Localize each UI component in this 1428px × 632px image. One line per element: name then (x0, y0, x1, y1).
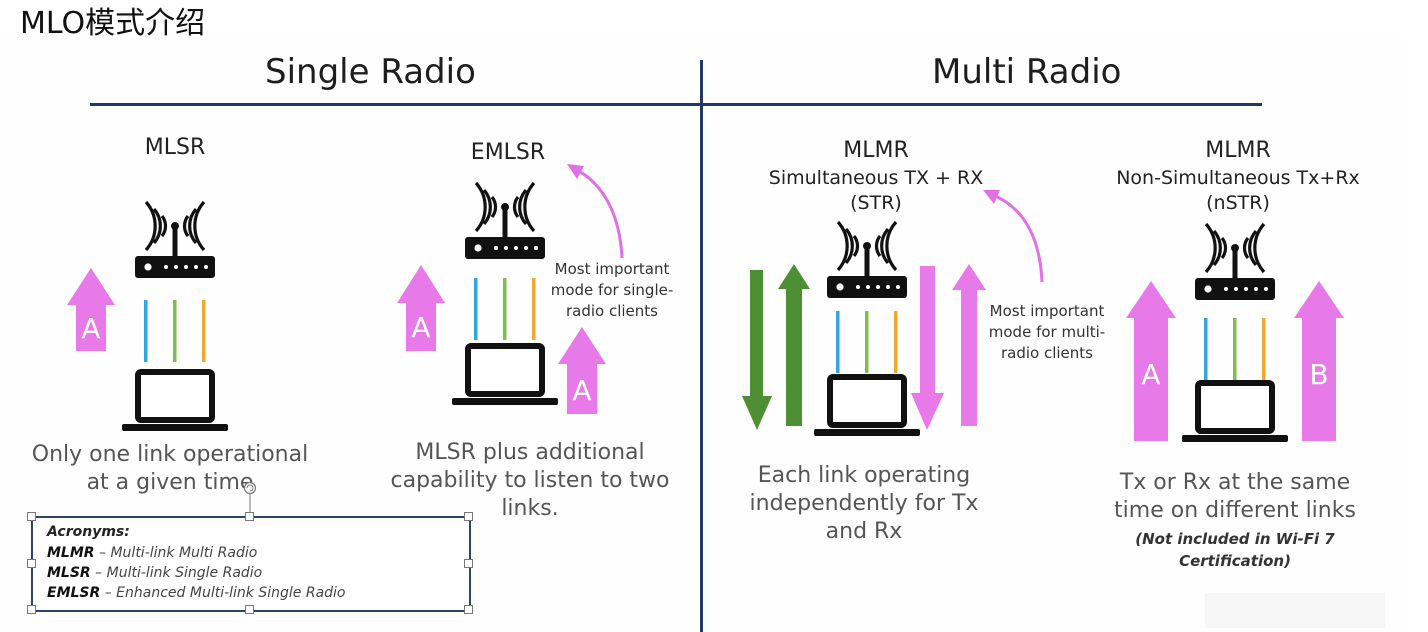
caption-mlmr-nstr: Tx or Rx at the same time on different l… (1114, 470, 1356, 523)
acronyms-box[interactable]: Acronyms: MLMR – Multi-link Multi Radio … (31, 516, 471, 612)
mode-label-mlmr-str: MLMR (843, 138, 909, 163)
mode-sub-str: (STR) (850, 192, 902, 214)
arrow-letter: A (81, 312, 101, 345)
footnote-nstr: (Not included in Wi-Fi 7 Certification) (1135, 530, 1335, 570)
diagram-graphics (67, 164, 1344, 632)
note-mlmr-str: Most important mode for multi- radio cli… (988, 302, 1106, 362)
page-title: MLO模式介绍 (20, 6, 206, 41)
link-lines (836, 311, 898, 373)
resize-handle[interactable] (245, 605, 254, 614)
up-arrow-icon (1294, 281, 1344, 441)
up-arrow-icon (952, 264, 986, 426)
acronym-item: EMLSR – Enhanced Multi-link Single Radio (47, 585, 346, 601)
resize-handle[interactable] (27, 512, 36, 521)
mode-label-mlsr: MLSR (144, 135, 206, 160)
link-lines (474, 278, 536, 340)
acronym-item: MLMR – Multi-link Multi Radio (47, 545, 258, 561)
link-lines (1204, 318, 1266, 380)
wifi-router-icon (1193, 222, 1277, 302)
curved-arrow-icon (576, 168, 624, 259)
slide: Single Radio Multi Radio (0, 38, 1405, 632)
wifi-router-icon (825, 220, 909, 300)
up-arrow-icon (397, 265, 445, 351)
blurred-area (1205, 593, 1385, 628)
arrow-letter: B (1309, 358, 1329, 391)
mlsr-group (67, 200, 228, 431)
resize-handle[interactable] (464, 512, 473, 521)
up-arrow-icon (67, 268, 115, 351)
section-title-single-radio: Single Radio (265, 52, 476, 92)
resize-handle[interactable] (464, 559, 473, 568)
emlsr-group (397, 164, 624, 414)
caption-emlsr: MLSR plus additional capability to liste… (390, 440, 670, 521)
up-arrow-icon (1126, 281, 1176, 441)
caption-mlmr-str: Each link operating independently for Tx… (749, 463, 979, 544)
caption-mlsr: Only one link operational at a given tim… (31, 442, 309, 495)
wifi-router-icon (463, 181, 547, 261)
mlmr-str-group (742, 190, 1044, 436)
rotate-handle[interactable] (242, 480, 258, 514)
acronyms-title: Acronyms: (47, 524, 130, 540)
header-rule (90, 103, 1262, 106)
resize-handle[interactable] (464, 605, 473, 614)
down-arrow-icon (911, 266, 944, 430)
mode-label-mlmr-nstr: MLMR (1205, 138, 1271, 163)
mode-label-emlsr: EMLSR (470, 140, 546, 165)
resize-handle[interactable] (27, 559, 36, 568)
arrow-letter: A (411, 311, 431, 344)
resize-handle[interactable] (27, 605, 36, 614)
mode-sub-str: Simultaneous TX + RX (768, 167, 984, 189)
arrow-letter: A (572, 374, 592, 407)
up-arrow-icon (778, 264, 810, 426)
arrow-letter: A (1141, 358, 1161, 391)
up-arrow-icon (558, 327, 606, 414)
down-arrow-icon (742, 270, 772, 430)
section-divider (700, 60, 703, 632)
laptop-icon (122, 372, 228, 431)
wifi-router-icon (133, 200, 217, 280)
laptop-icon (814, 377, 920, 436)
resize-handle[interactable] (245, 512, 254, 521)
mode-sub-nstr: Non-Simultaneous Tx+Rx (1116, 167, 1360, 189)
note-emlsr: Most important mode for single- radio cl… (550, 260, 674, 320)
laptop-icon (452, 346, 558, 405)
acronym-item: MLSR – Multi-link Single Radio (47, 565, 263, 581)
mode-sub-nstr: (nSTR) (1206, 192, 1270, 214)
link-lines (144, 300, 206, 362)
laptop-icon (1182, 383, 1288, 442)
section-title-multi-radio: Multi Radio (932, 52, 1122, 92)
mlmr-nstr-group (1126, 222, 1344, 442)
curved-arrow-icon (992, 193, 1044, 283)
